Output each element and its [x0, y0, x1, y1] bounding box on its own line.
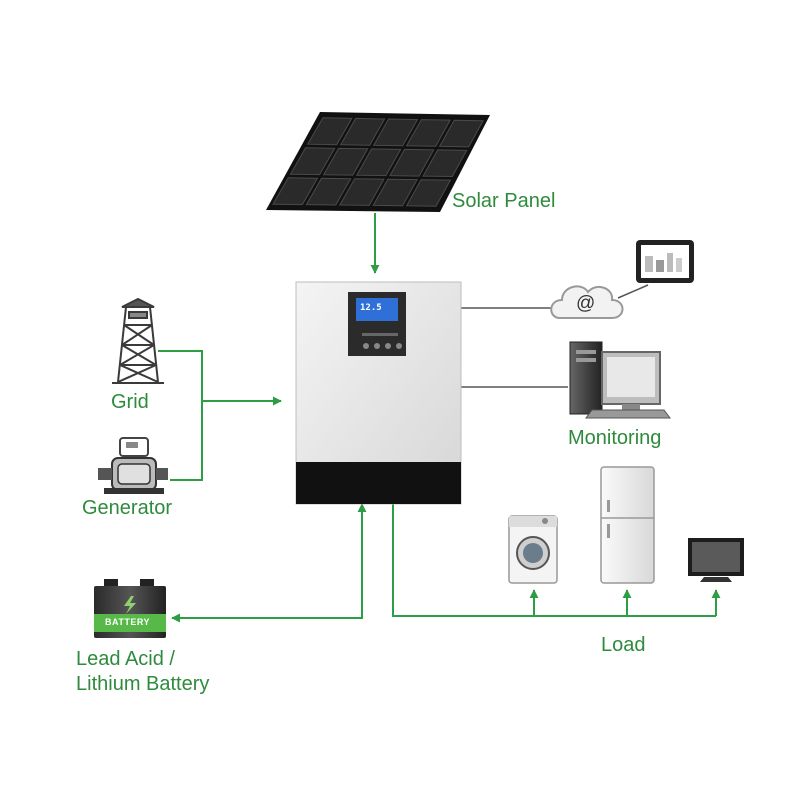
load-label: Load: [601, 634, 646, 656]
monitoring-label: Monitoring: [568, 427, 662, 449]
solar-cell: [405, 179, 452, 207]
solar-cell: [389, 148, 435, 177]
tv-icon: [688, 538, 744, 582]
tablet-icon: [636, 240, 694, 283]
solar-cell: [305, 177, 352, 206]
solar-cell: [372, 178, 418, 207]
solar-cell: [405, 119, 452, 147]
solar-cell: [339, 117, 386, 146]
refrigerator-icon: [600, 466, 655, 584]
washing-machine-icon: [508, 515, 558, 584]
cloud-icon: [550, 285, 624, 319]
inverter-lcd-readout: 12.5: [360, 303, 382, 313]
solar-cell: [289, 147, 336, 176]
generator-label: Generator: [82, 497, 173, 519]
grid-tower-icon: [112, 297, 164, 384]
solar-cell: [338, 178, 385, 206]
solar-cell: [438, 119, 484, 148]
solar-cell: [355, 148, 402, 177]
solar-cell: [322, 147, 369, 176]
solar-cell: [272, 177, 319, 206]
connection-lines: [158, 213, 721, 623]
grid-label: Grid: [111, 391, 149, 413]
monitoring-connectors: [460, 284, 649, 388]
solar-cell: [422, 149, 468, 178]
computer-icon: [569, 341, 671, 419]
at-symbol: @: [576, 293, 596, 314]
solar-panel-icon: [266, 112, 490, 212]
battery-inverter-arrow: [171, 503, 367, 623]
solar-cell: [372, 118, 419, 147]
inverter-lcd-screen: [356, 298, 398, 321]
solar-panel-label: Solar Panel: [452, 190, 556, 212]
load-bus-line: [392, 503, 716, 617]
generator-icon: [98, 437, 168, 494]
battery-label-line2: Lithium Battery: [76, 673, 210, 695]
solar-cell: [306, 117, 353, 146]
battery-label-line1: Lead Acid /: [76, 648, 175, 670]
battery-icon: [94, 579, 166, 638]
inverter: [295, 281, 462, 505]
grid-connector-line: [158, 350, 203, 481]
battery-icon-label: BATTERY: [105, 617, 150, 627]
